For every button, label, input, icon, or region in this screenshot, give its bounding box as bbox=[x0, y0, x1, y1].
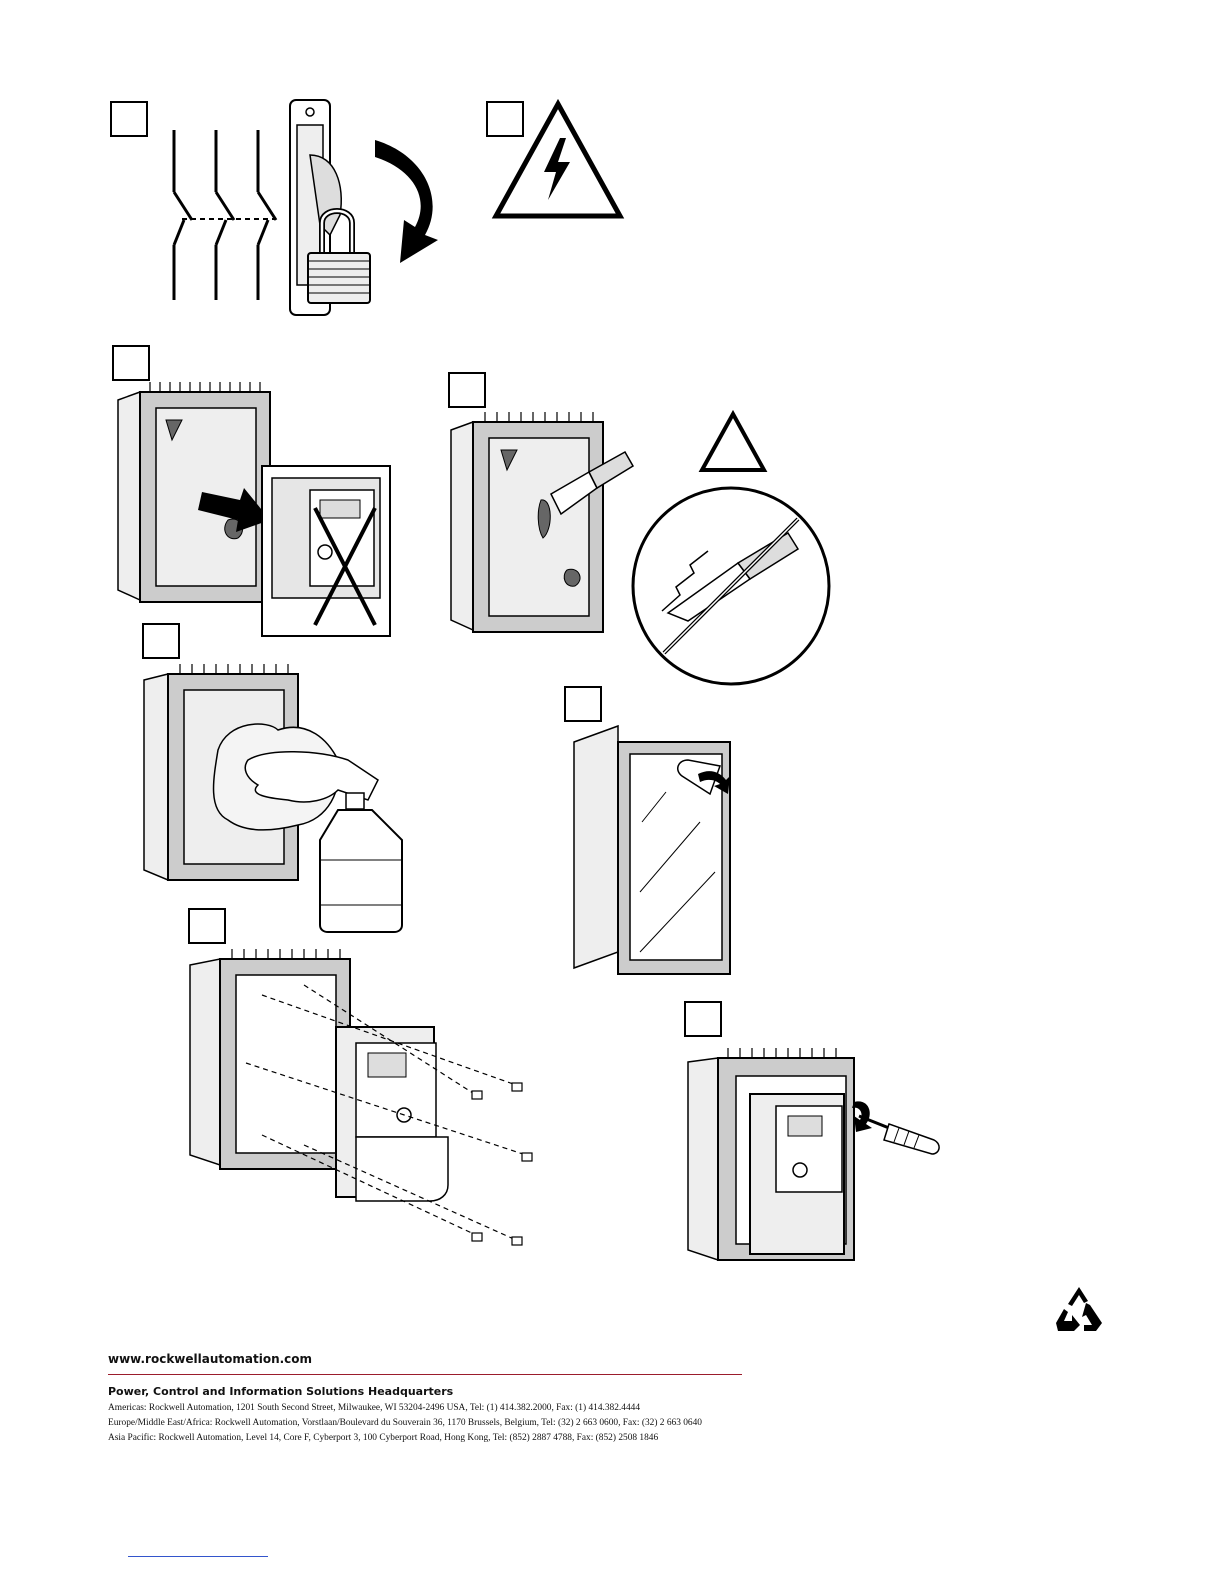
drive-tighten-screws-illustration bbox=[687, 1048, 940, 1262]
no-sharp-tool-prohibition-icon bbox=[631, 486, 831, 686]
recycle-icon bbox=[1056, 1287, 1102, 1333]
step-box-4 bbox=[448, 372, 486, 408]
heatsink-scrape-illustration bbox=[450, 412, 635, 633]
drive-mount-screws-illustration bbox=[189, 949, 533, 1246]
footer-address-americas: Americas: Rockwell Automation, 1201 Sout… bbox=[108, 1403, 641, 1413]
footer-website-url[interactable]: www.rockwellautomation.com bbox=[108, 1352, 313, 1366]
bottom-link-underline bbox=[128, 1556, 268, 1557]
footer-address-apac: Asia Pacific: Rockwell Automation, Level… bbox=[108, 1433, 659, 1443]
step-box-2 bbox=[486, 101, 524, 137]
step-box-1 bbox=[110, 101, 148, 137]
step-box-8 bbox=[684, 1001, 722, 1037]
step-box-7 bbox=[188, 908, 226, 944]
footer-divider bbox=[108, 1374, 742, 1375]
step-box-3 bbox=[112, 345, 150, 381]
heatsink-clean-illustration bbox=[143, 664, 403, 933]
caution-triangle-icon bbox=[698, 409, 768, 472]
heatsink-remove-drive-illustration bbox=[117, 382, 391, 637]
step-box-6 bbox=[564, 686, 602, 722]
drive-peel-liner-illustration bbox=[573, 724, 731, 975]
footer-headquarters-title: Power, Control and Information Solutions… bbox=[108, 1385, 454, 1398]
electric-shock-warning-icon bbox=[491, 98, 625, 219]
disconnect-switch-lockout-illustration bbox=[172, 99, 438, 316]
step-box-5 bbox=[142, 623, 180, 659]
footer-address-emea: Europe/Middle East/Africa: Rockwell Auto… bbox=[108, 1418, 702, 1428]
